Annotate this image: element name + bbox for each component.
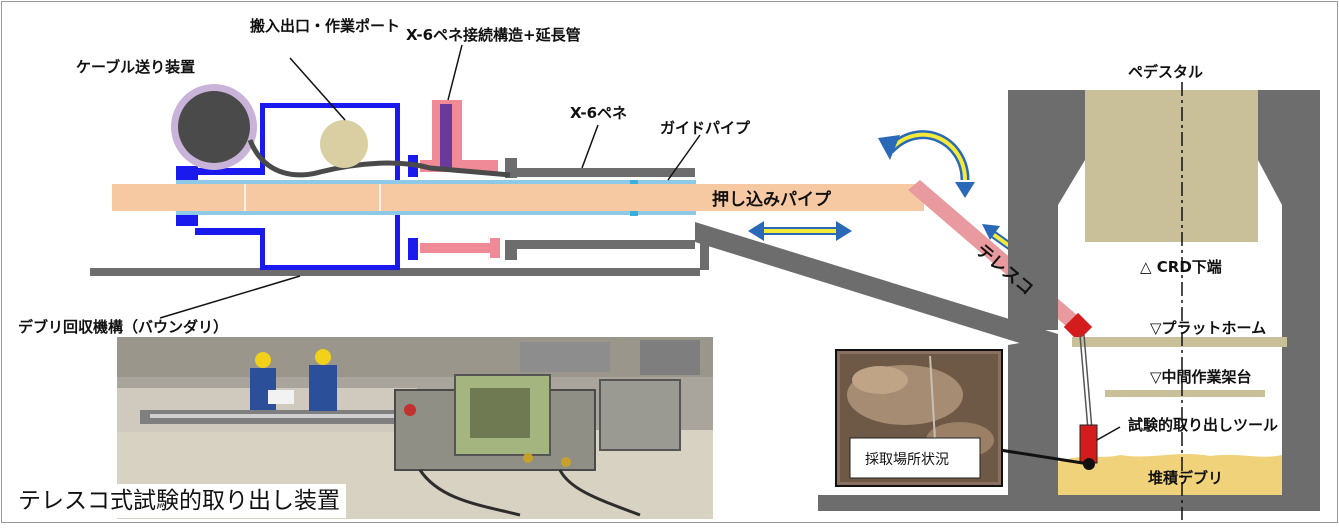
label-debris-mechanism: デブリ回収機構（バウンダリ） — [18, 318, 228, 336]
guide-pipe-lower — [176, 211, 696, 215]
x6-pene-lower — [505, 240, 695, 249]
deposited-debris — [1058, 454, 1282, 495]
boundary-flange-lower — [408, 238, 418, 260]
guide-pipe-upper — [176, 180, 696, 184]
cable — [247, 139, 511, 178]
connection-rod — [440, 104, 452, 168]
label-trial-tool: 試験的取り出しツール — [1128, 416, 1278, 434]
pedestal-wall-left-upper — [1008, 90, 1085, 330]
x6-pene-flange-lower — [505, 240, 517, 260]
port-circle — [320, 120, 368, 168]
trial-retrieval-tool — [1079, 424, 1098, 464]
label-sampling-status: 採取場所状況 — [865, 452, 949, 468]
telescope-head — [1063, 312, 1093, 342]
boundary-end-lower — [176, 212, 198, 226]
platform — [1072, 337, 1287, 347]
boundary-housing — [195, 103, 400, 270]
label-intermediate-scaffold: ▽中間作業架台 — [1150, 368, 1252, 386]
label-crd-bottom: △ CRD下端 — [1140, 258, 1222, 276]
rail-post — [700, 230, 709, 270]
boundary-end-upper — [176, 166, 198, 180]
guide-joint-lower — [630, 208, 638, 216]
label-pedestal: ペデスタル — [1128, 63, 1203, 81]
pedestal-wall-right — [1258, 90, 1320, 495]
label-platform: ▽プラットホーム — [1150, 319, 1266, 337]
pedestal-core — [1085, 90, 1258, 242]
sampling-label-box — [849, 437, 981, 479]
x6-pene-upper — [505, 168, 695, 177]
label-deposited-debris: 堆積デブリ — [1148, 469, 1223, 487]
intermediate-scaffold — [1105, 390, 1265, 397]
sloped-guide — [695, 222, 1058, 355]
push-in-pipe — [112, 184, 924, 211]
extension-tube-upper — [420, 100, 498, 172]
bottom-rail — [90, 268, 700, 276]
label-x6-connection: X-6ペネ接続構造+延長管 — [406, 26, 581, 44]
device-caption: テレスコ式試験的取り出し装置 — [12, 484, 346, 518]
label-cable-feeder: ケーブル送り装置 — [76, 58, 195, 76]
label-x6-pene: X-6ペネ — [570, 104, 627, 122]
cable-drum — [178, 91, 250, 163]
label-guide-pipe: ガイドパイプ — [660, 119, 751, 137]
label-port: 搬入出口・作業ポート — [250, 17, 400, 35]
extension-flange-lower — [490, 238, 500, 258]
pedestal-floor — [818, 495, 1320, 511]
label-push-pipe: 押し込みパイプ — [712, 189, 832, 210]
extension-tube-lower — [420, 243, 500, 253]
